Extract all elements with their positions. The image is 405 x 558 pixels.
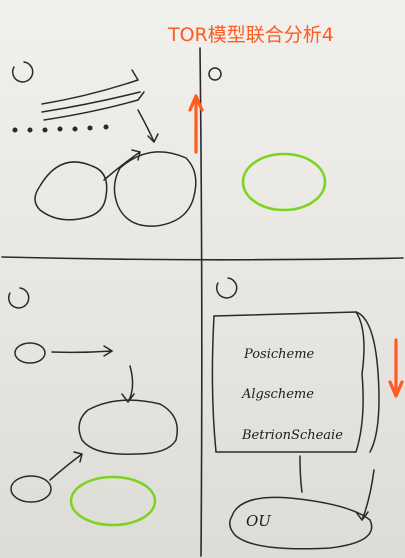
highlight-circle-q2	[241, 152, 327, 212]
horizontal-divider	[1, 256, 404, 261]
q1-sketch	[11, 61, 197, 227]
page-title: TOR模型联合分析4	[168, 24, 334, 46]
q4-sketch	[211, 277, 380, 550]
vertical-divider	[199, 47, 203, 557]
highlight-circle-q3	[69, 475, 157, 527]
q4-list-item-algscheme: Algscheme	[242, 387, 314, 402]
green-highlight-circles	[69, 152, 327, 527]
q2-sketch	[208, 67, 222, 81]
orange-annotation-arrows	[188, 94, 404, 398]
q3-sketch	[7, 287, 178, 503]
q4-list-item-posicheme: Posicheme	[244, 347, 315, 362]
q4-bottom-label: OU	[246, 512, 271, 530]
q4-list-item-betrionscheaie: BetrionScheaie	[242, 428, 343, 443]
